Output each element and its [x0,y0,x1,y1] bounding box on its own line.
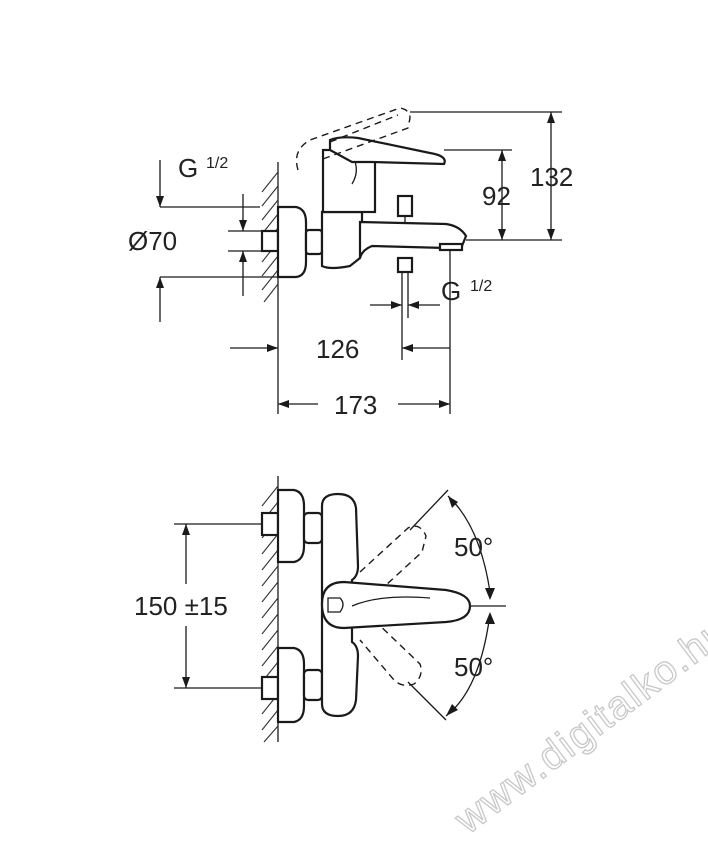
inlet-nut [260,229,280,253]
dim-outlet-thread: G 1/2 [370,276,492,309]
dim-inlet-thread: G 1/2 [160,153,278,296]
spout-outlet [438,242,464,252]
lever-handle[interactable] [328,136,446,166]
label-spout-reach: 126 [316,334,359,364]
upper-inlet-nut [260,511,280,537]
dim-total-depth: 173 [277,250,451,420]
dim-rosette-diameter: Ø70 [128,160,177,322]
logo-badge [327,597,344,613]
lower-coupling [302,668,324,702]
side-elevation-view: G 1/2 Ø70 92 132 [128,107,573,420]
lower-rosette [276,646,306,724]
label-angle-lower: 50° [454,652,493,682]
diverter-knob[interactable] [396,194,414,218]
lever-raised-inner-dashed [329,114,399,143]
label-total-height: 132 [530,162,573,192]
dim-rotation-angles: 50° 50° [407,489,506,721]
label-angle-upper: 50° [454,532,493,562]
label-inlet-centers: 150 ±15 [134,591,228,621]
coupling-nut [304,228,324,256]
lower-inlet-nut [260,675,280,701]
lever-rotated-down-dashed [359,619,422,687]
upper-rosette [276,488,306,564]
dim-total-height: 132 [410,111,573,241]
label-spout-height: 92 [482,181,511,211]
wall-rosette [276,205,308,279]
label-inlet-fraction: 1/2 [206,155,228,172]
front-elevation-view: 50° 50° 150 ±15 [134,476,506,743]
dim-spout-reach: 126 [230,318,450,364]
lever-contour [351,596,431,607]
label-rosette-diameter: Ø70 [128,226,177,256]
label-outlet-fraction: 1/2 [470,278,492,295]
dim-inlet-centers: 150 ±15 [134,523,262,689]
lever-rotated-up-dashed [359,525,427,597]
label-total-depth: 173 [334,390,377,420]
shower-outlet-fitting [396,256,414,274]
upper-coupling [302,511,324,545]
dim-spout-height: 92 [444,149,512,241]
mixer-body [320,210,364,270]
label-outlet-G: G [441,276,461,306]
lever-handle-front[interactable] [320,580,472,630]
lever-raised-dashed [295,107,411,171]
label-inlet-G: G [178,153,198,183]
